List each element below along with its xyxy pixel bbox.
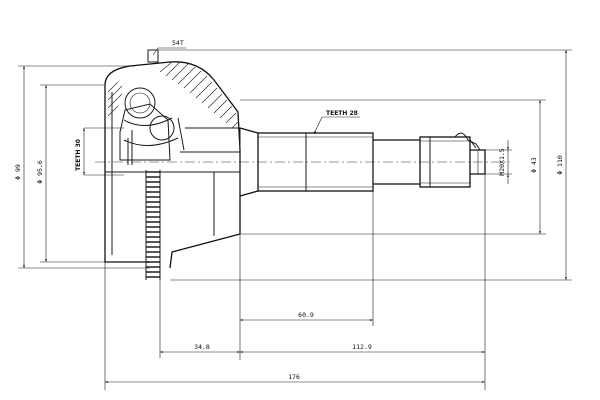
dim-thread — [485, 140, 512, 184]
label-dia-99: Φ 99 — [14, 164, 22, 180]
leader-54t — [152, 47, 186, 56]
dim-176 — [104, 262, 485, 390]
dim-60-9 — [239, 191, 374, 360]
bell-housing — [104, 49, 241, 269]
label-len-spline: 60.9 — [298, 311, 314, 319]
label-54t: 54T — [172, 39, 184, 47]
label-dia-43: Φ 43 — [530, 157, 538, 173]
label-len-hub: 34.8 — [194, 343, 210, 351]
label-teeth-shaft: TEETH 28 — [326, 110, 358, 117]
ball-lower — [149, 115, 175, 141]
dim-phi-99 — [18, 65, 150, 269]
dim-112-9 — [240, 174, 486, 390]
label-len-total: 176 — [288, 373, 300, 381]
leader-teeth-28 — [313, 116, 360, 135]
ball-upper — [124, 87, 156, 119]
dim-34-8 — [159, 280, 240, 358]
label-teeth-hub: TEETH 30 — [75, 139, 82, 171]
dim-teeth-30 — [83, 127, 124, 176]
label-dia-110: Φ 110 — [556, 155, 564, 175]
bell-hatching — [107, 61, 240, 129]
label-len-shaft: 112.9 — [352, 343, 372, 351]
dim-phi-43 — [240, 99, 546, 235]
abs-tone-ring — [145, 170, 161, 280]
label-thread: M20X1.5 — [498, 148, 506, 175]
dim-phi-110 — [158, 49, 572, 281]
label-dia-95: Φ 95.6 — [36, 160, 44, 184]
dim-phi-95 — [40, 84, 105, 263]
